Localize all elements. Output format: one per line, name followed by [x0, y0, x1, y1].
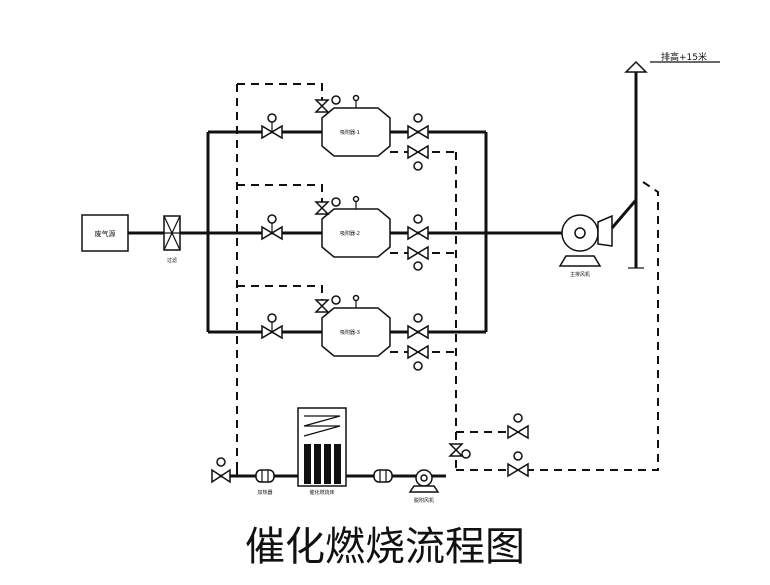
filter: 过滤 — [163, 215, 181, 264]
waste-gas-source: 废气源 — [81, 214, 129, 252]
bottom-left-valve — [211, 457, 231, 484]
exhaust-stack: 排高+15米 — [624, 51, 720, 269]
adsorber-3-label: 吸附器-3 — [340, 329, 360, 336]
main-exhaust-fan: 主排风机 — [558, 214, 613, 278]
desorption-fan: 脱附风机 — [408, 469, 440, 504]
inlet-valves — [261, 113, 283, 340]
heater-label: 加热器 — [257, 489, 272, 496]
filter-label: 过滤 — [167, 257, 177, 264]
adsorber-1-label: 吸附器-1 — [340, 129, 360, 136]
diagram-title: 催化燃烧流程图 — [245, 524, 525, 570]
heater: 加热器 — [255, 469, 275, 496]
main-fan-label: 主排风机 — [570, 271, 590, 278]
desorption-valves — [314, 95, 529, 478]
stack-height-label: 排高+15米 — [661, 51, 707, 63]
bottom-right-heater — [373, 469, 393, 483]
catalytic-combustion-bed: 催化燃烧床 — [297, 407, 347, 496]
adsorber-2-label: 吸附器-2 — [340, 230, 360, 237]
pipe-fan-to-stack — [610, 199, 638, 229]
outlet-valves — [407, 113, 429, 340]
adsorber-1: 吸附器-1 — [321, 94, 391, 157]
adsorber-2: 吸附器-2 — [321, 195, 391, 258]
catalytic-bed-label: 催化燃烧床 — [309, 489, 334, 496]
source-label: 废气源 — [95, 229, 116, 238]
adsorber-3: 吸附器-3 — [321, 294, 391, 357]
desorption-fan-label: 脱附风机 — [414, 497, 434, 504]
